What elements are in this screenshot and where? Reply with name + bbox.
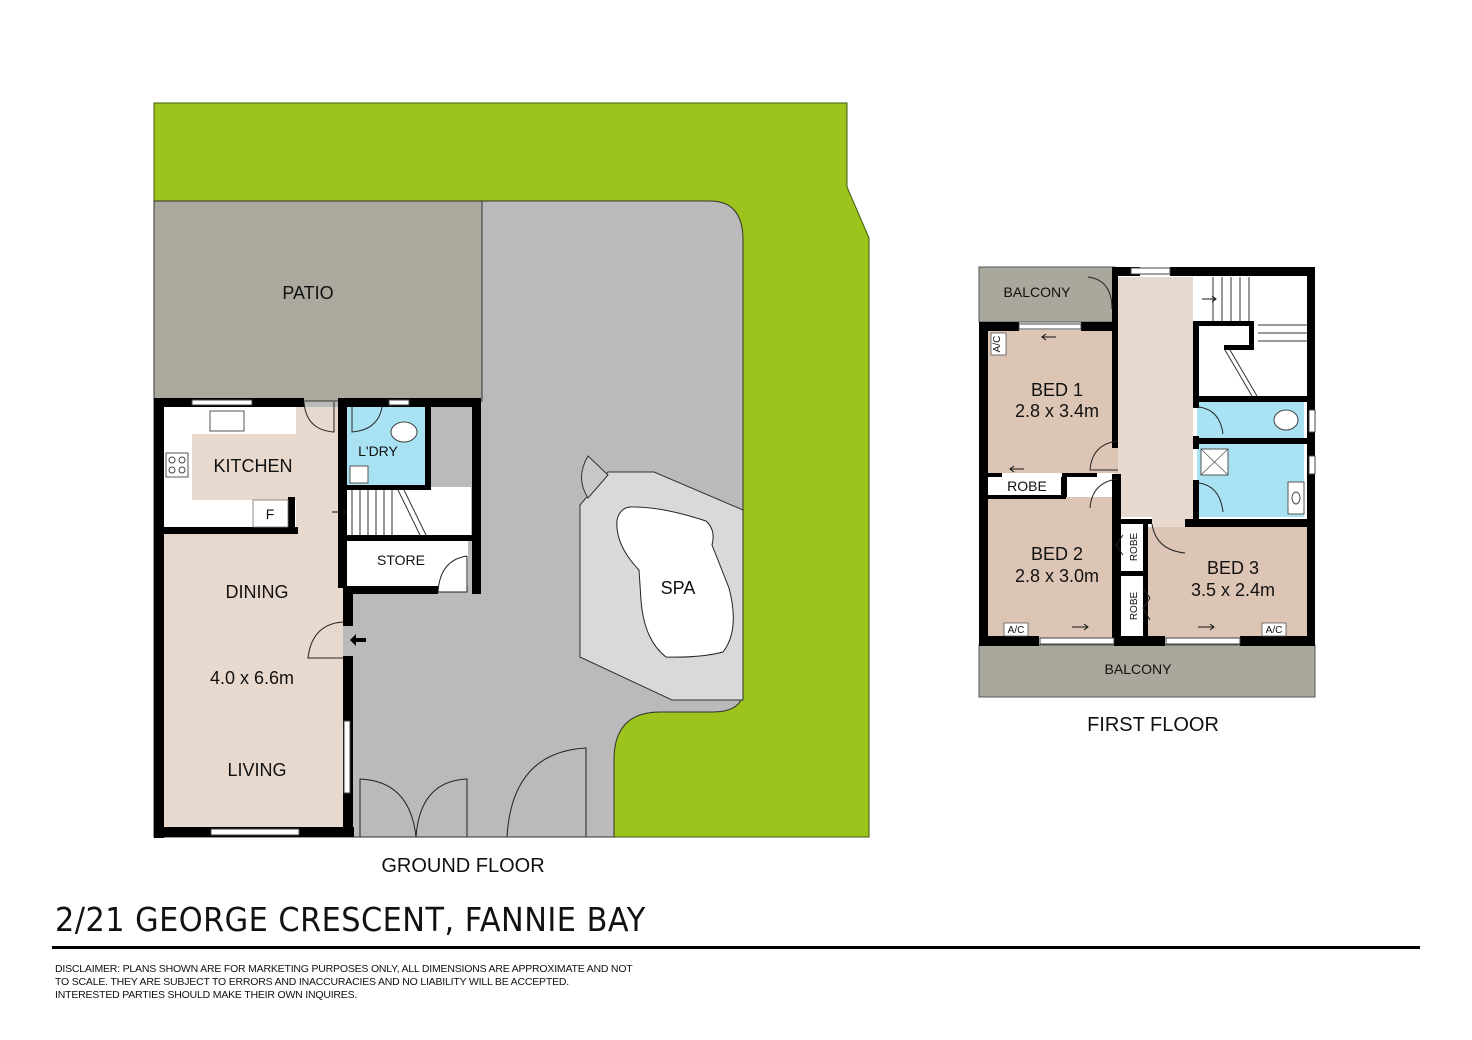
ac-bed2-box (1003, 622, 1029, 637)
slide-arrows (1009, 333, 1215, 631)
upper-doors (1087, 276, 1224, 621)
property-address: 2/21 GEORGE CRESCENT, FANNIE BAY (55, 900, 646, 939)
bottom-balcony (978, 644, 1316, 698)
ground-stairs (351, 489, 427, 536)
upper-stair-arrow-icon (1202, 295, 1217, 303)
dining-label: DINING (226, 582, 289, 602)
robe2 (1123, 523, 1143, 571)
fridge-label: F (266, 506, 275, 522)
ac-bed1-box (990, 332, 1007, 356)
ground-windows (191, 399, 410, 836)
bottom-balcony-label: BALCONY (1105, 661, 1173, 677)
bed2-floor (988, 497, 1118, 639)
spa-label: SPA (661, 578, 696, 598)
ac-bed3-box (1261, 622, 1287, 637)
first-floor: BALCONY BALCONY (978, 266, 1316, 736)
entry-arrow-icon (350, 634, 366, 646)
ground-floor: PATIO SPA (153, 102, 870, 877)
ac-bed3-label: A/C (1266, 625, 1283, 636)
kitchen-sink (209, 410, 245, 432)
patio-area (153, 200, 483, 402)
patio-label: PATIO (282, 283, 333, 303)
upper-windows (1018, 267, 1316, 645)
store-door (437, 555, 468, 593)
robe1 (988, 477, 1064, 495)
toilet-icon (390, 421, 418, 443)
kitchen-label: KITCHEN (213, 456, 292, 476)
robe2-label: ROBE (1129, 533, 1140, 562)
top-balcony (978, 266, 1116, 323)
bed3-size: 3.5 x 2.4m (1191, 580, 1275, 600)
fridge-space (252, 499, 289, 528)
bed1-size: 2.8 x 3.4m (1015, 401, 1099, 421)
spa-pool (616, 506, 734, 658)
cooktop-burners (168, 456, 186, 474)
entry-door (307, 621, 344, 659)
top-balcony-label: BALCONY (1004, 284, 1072, 300)
laundry-tub (349, 465, 369, 484)
cooktop-icon (165, 452, 189, 478)
laundry-label: L'DRY (358, 443, 398, 459)
dining-living-size: 4.0 x 6.6m (210, 668, 294, 688)
bed3-floor (1146, 527, 1307, 639)
living-label: LIVING (227, 760, 286, 780)
robe1-label: ROBE (1007, 478, 1047, 494)
ac-bed2-label: A/C (1008, 625, 1025, 636)
dining-living-floor (163, 533, 343, 827)
ac-bed1-label: A/C (992, 336, 1003, 353)
robe3 (1123, 576, 1143, 636)
bed2-label: BED 2 (1031, 544, 1083, 564)
upper-hallway (1115, 277, 1193, 517)
ground-floor-title: GROUND FLOOR (381, 855, 544, 877)
bed1-floor (988, 330, 1118, 473)
kitchen-island (192, 434, 296, 500)
spa-step (581, 455, 609, 499)
laundry-door (351, 406, 383, 433)
bed1-label: BED 1 (1031, 380, 1083, 400)
bed3-label: BED 3 (1207, 558, 1259, 578)
vanity-icon (1287, 481, 1305, 515)
carport-gates (359, 747, 587, 838)
stair-arrow-icon (332, 508, 347, 516)
disclaimer-text: DISCLAIMER: PLANS SHOWN ARE FOR MARKETIN… (55, 963, 633, 1001)
first-floor-title: FIRST FLOOR (1087, 714, 1219, 736)
bed2-size: 2.8 x 3.0m (1015, 566, 1099, 586)
patio-door (303, 401, 335, 433)
upstairs-toilet-icon (1273, 409, 1299, 431)
divider-line (52, 946, 1420, 949)
store-label: STORE (377, 552, 425, 568)
robe3-label: ROBE (1129, 592, 1140, 621)
